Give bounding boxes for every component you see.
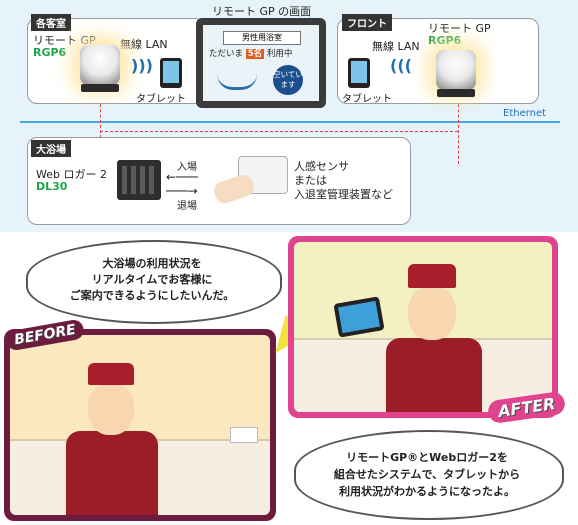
before-speech-bubble — [26, 240, 282, 324]
after-panel-inner — [294, 242, 552, 412]
bath-box — [27, 137, 411, 225]
guest-tablet-icon — [160, 58, 182, 88]
after-speech-bubble — [294, 430, 564, 520]
after-bubble-line1: リモートGP®とWebロガー2を — [346, 451, 508, 464]
tablet-screen: 男性用浴室 ただいま 5名 利用中 空いています — [196, 18, 326, 108]
screen-status-suffix: 利用中 — [266, 49, 293, 59]
screen-content: 男性用浴室 ただいま 5名 利用中 空いています — [203, 25, 319, 101]
sensor-label-3: 入退室管理装置など — [294, 188, 393, 201]
front-tablet-label: タブレット — [342, 94, 392, 105]
front-tablet-icon — [348, 58, 370, 88]
guest-tablet-label: タブレット — [136, 94, 186, 105]
web-logger-label: Web ロガー 2 — [36, 168, 107, 181]
data-line-h — [100, 131, 458, 132]
front-wireless-label: 無線 LAN — [372, 40, 420, 53]
front-router-base — [437, 89, 475, 97]
guest-wireless-label: 無線 LAN — [120, 38, 168, 51]
screen-caption: リモート GP の画面 — [212, 5, 312, 18]
ethernet-line — [20, 121, 560, 123]
before-bellboy-face — [88, 383, 134, 435]
sensor-label-2: または — [294, 174, 327, 187]
exit-arrow-icon: ───→ — [166, 184, 198, 198]
before-bubble-line3: ご案内できるようにしたいんだ。 — [69, 289, 235, 302]
guest-room-tag: 各客室 — [31, 14, 71, 31]
after-bubble-line2: 組合せたシステムで、タブレットから — [333, 468, 521, 481]
front-rgp6-label: RGP6 — [428, 34, 462, 47]
guest-router-base — [81, 84, 119, 92]
after-bellboy-body — [386, 338, 482, 412]
screen-count: 5名 — [245, 49, 265, 59]
sensor-label-1: 人感センサ — [294, 160, 349, 173]
after-tablet-icon — [333, 296, 385, 338]
screen-status: ただいま 5名 利用中 — [209, 47, 292, 59]
enter-arrow-icon: ←─── — [166, 170, 198, 184]
data-line-left — [100, 94, 101, 164]
front-router-icon — [436, 50, 476, 90]
before-bellboy-cap — [88, 363, 134, 385]
data-line-right — [458, 94, 459, 164]
vacant-button: 空いています — [273, 65, 303, 95]
screen-status-prefix: ただいま — [209, 49, 244, 59]
before-bubble-line2: リアルタイムでお客様に — [91, 273, 213, 286]
enter-label: 入場 — [177, 162, 197, 173]
before-paper-icon — [230, 427, 258, 443]
guest-wifi-icon: ))) — [131, 56, 153, 75]
after-bubble-line3: 利用状況がわかるようになったよ。 — [339, 485, 515, 498]
screen-title: 男性用浴室 — [223, 31, 301, 45]
bath-tag: 大浴場 — [31, 140, 71, 157]
after-bellboy-face — [408, 286, 456, 340]
before-panel — [4, 329, 276, 521]
exit-label: 退場 — [177, 201, 197, 212]
dl30-label: DL30 — [36, 180, 68, 193]
after-panel — [288, 236, 558, 418]
front-tag: フロント — [342, 14, 392, 31]
guest-rgp6-label: RGP6 — [33, 46, 67, 59]
guest-remote-gp-label: リモート GP — [33, 34, 96, 47]
after-bellboy-cap — [408, 264, 456, 288]
bath-figure-icon — [217, 69, 257, 90]
ethernet-label: Ethernet — [503, 108, 547, 119]
guest-router-icon — [80, 45, 120, 85]
front-remote-gp-label: リモート GP — [428, 22, 491, 35]
before-bubble-line1: 大浴場の利用状況を — [102, 257, 202, 270]
front-wifi-icon: ((( — [390, 56, 412, 75]
before-bellboy-body — [66, 431, 158, 515]
data-logger-icon — [117, 160, 161, 200]
before-panel-inner — [10, 335, 270, 515]
